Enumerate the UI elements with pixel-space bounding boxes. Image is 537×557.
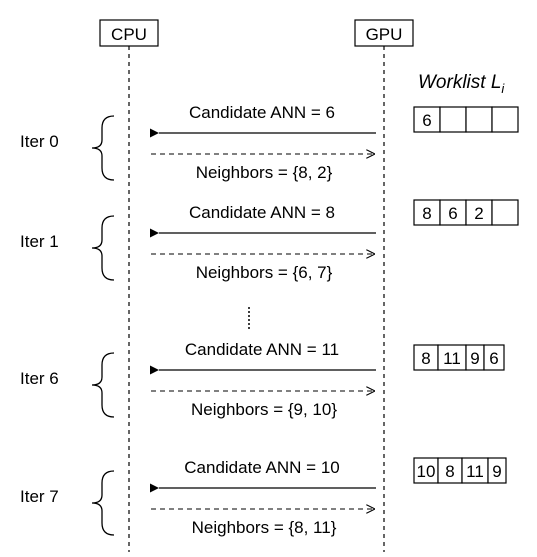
gpu-header: GPU — [354, 19, 414, 47]
candidate-label: Candidate ANN = 10 — [184, 458, 339, 477]
worklist-cell-value: 6 — [422, 111, 431, 130]
worklist-cell-value: 10 — [417, 462, 436, 481]
candidate-label: Candidate ANN = 11 — [185, 340, 339, 359]
neighbors-label: Neighbors = {8, 11} — [192, 518, 337, 537]
worklist-cell-value: 9 — [470, 349, 479, 368]
gpu-header-label: GPU — [366, 25, 403, 44]
iteration-label: Iter 7 — [20, 487, 59, 506]
worklist-cell-value: 11 — [466, 462, 484, 481]
iteration-label: Iter 1 — [20, 232, 59, 251]
worklist-boxes: 10 8 11 9 — [413, 457, 507, 484]
worklist-cell — [483, 344, 505, 371]
worklist-cell — [491, 106, 519, 133]
iteration-2: Iter 6 Candidate ANN = 11 Neighbors = {9, … — [20, 340, 505, 419]
worklist-cell-value: 9 — [492, 462, 501, 481]
curly-brace — [91, 115, 115, 181]
curly-brace — [91, 470, 115, 536]
candidate-label: Candidate ANN = 8 — [189, 203, 335, 222]
cpu-header: CPU — [99, 19, 159, 47]
iteration-3: Iter 7 Candidate ANN = 10 Neighbors = {8, … — [20, 457, 507, 537]
neighbors-label: Neighbors = {6, 7} — [196, 263, 333, 282]
cpu-header-label: CPU — [111, 25, 147, 44]
worklist-cell-value: 2 — [474, 204, 483, 223]
iteration-1: Iter 1 Candidate ANN = 8 Neighbors = {6, 7… — [20, 199, 519, 282]
worklist-cell-value: 8 — [422, 204, 431, 223]
worklist-cell — [439, 106, 467, 133]
worklist-title-text: Worklist L — [418, 72, 501, 93]
ellipsis-dots — [248, 307, 250, 329]
neighbors-label: Neighbors = {9, 10} — [191, 400, 337, 419]
worklist-cell — [413, 344, 439, 371]
worklist-cell — [465, 199, 493, 226]
worklist-boxes: 6 — [413, 106, 519, 133]
worklist-cell — [465, 106, 493, 133]
curly-brace — [91, 352, 115, 418]
neighbors-label: Neighbors = {8, 2} — [196, 163, 333, 182]
candidate-label: Candidate ANN = 6 — [189, 103, 335, 122]
worklist-cell-value: 11 — [443, 349, 461, 368]
worklist-cell-value: 6 — [448, 204, 457, 223]
worklist-cell — [413, 199, 441, 226]
worklist-cell-value: 8 — [421, 349, 430, 368]
worklist-cell — [461, 457, 489, 484]
worklist-cell — [413, 457, 439, 484]
worklist-title-subscript: i — [501, 81, 505, 96]
iteration-label: Iter 6 — [20, 369, 59, 388]
worklist-cell-value: 8 — [445, 462, 454, 481]
worklist-cell-value: 6 — [489, 349, 498, 368]
worklist-cell — [487, 457, 507, 484]
iteration-label: Iter 0 — [20, 132, 59, 151]
curly-brace — [91, 215, 115, 281]
worklist-title: Worklist Li — [418, 72, 505, 96]
worklist-cell — [491, 199, 519, 226]
iteration-0: Iter 0 Candidate ANN = 6 Neighbors = {8, 2… — [20, 103, 519, 182]
iterations-layer: Iter 0 Candidate ANN = 6 Neighbors = {8, 2… — [20, 103, 519, 537]
worklist-cell — [437, 457, 463, 484]
